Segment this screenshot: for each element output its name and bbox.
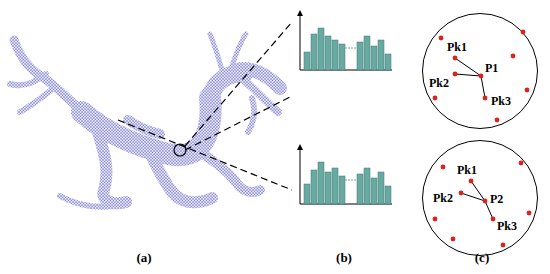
dragon-point-cloud [10, 34, 280, 207]
selection-circle [174, 144, 186, 156]
neighbor-points [423, 14, 539, 130]
point-label: Pk3 [491, 94, 511, 108]
histogram-bottom [297, 144, 392, 204]
neighborhood-circle: Pk1Pk2 P2Pk3 [422, 140, 538, 256]
panel-label: (a) [136, 250, 151, 265]
point-label: P2 [490, 192, 503, 206]
point-label: Pk1 [447, 40, 467, 54]
panel-label: (b) [336, 250, 352, 265]
point-label: Pk2 [429, 76, 449, 90]
panel-label: (c) [475, 250, 489, 265]
point-label: Pk2 [433, 191, 453, 205]
point-label: Pk1 [457, 163, 477, 177]
neighborhood-circle: Pk1Pk2 P1Pk3 [422, 13, 538, 129]
dashed-leaders [118, 22, 292, 190]
histogram-top [297, 10, 392, 70]
point-label: P1 [485, 61, 498, 75]
point-label: Pk3 [497, 219, 517, 233]
